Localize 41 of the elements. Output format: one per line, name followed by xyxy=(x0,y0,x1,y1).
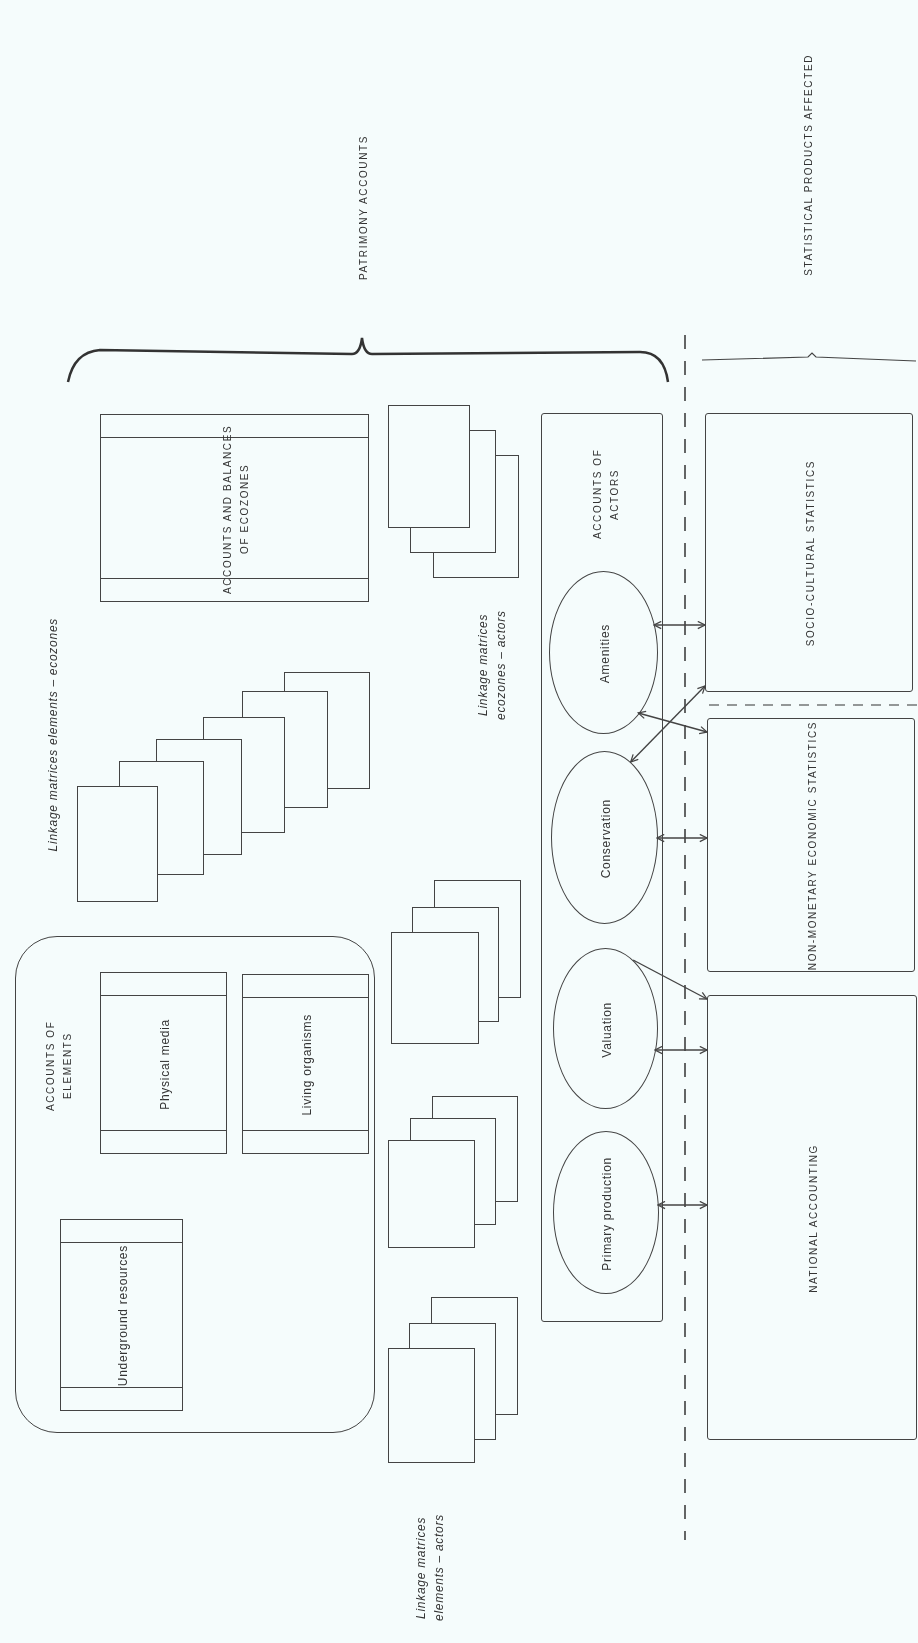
banded-box xyxy=(100,972,227,1154)
node-label: Physical media xyxy=(156,1018,173,1110)
annotation-text: STATISTICAL PRODUCTS AFFECTED xyxy=(801,54,815,276)
group-box xyxy=(707,995,917,1440)
node-label: Primary production xyxy=(599,1156,615,1271)
annotation-text: Linkage matrices elements – ecozones xyxy=(45,618,61,852)
annotation-text: PATRIMONY ACCOUNTS xyxy=(356,135,370,280)
matrix-sheet xyxy=(391,932,479,1044)
node-label: Conservation xyxy=(597,798,614,879)
node-label: Valuation xyxy=(598,1001,615,1058)
arrow xyxy=(632,959,708,1000)
node-label: Underground resources xyxy=(114,1245,131,1387)
matrix-sheet xyxy=(388,405,470,528)
banded-box xyxy=(100,414,369,602)
group-box xyxy=(705,413,913,692)
annotation-text: Linkage matrices ecozones – actors xyxy=(475,609,509,722)
matrix-sheet xyxy=(388,1348,475,1463)
double-arrow xyxy=(654,1045,708,1055)
double-arrow xyxy=(653,620,706,630)
double-arrow xyxy=(656,833,708,843)
node-label: NATIONAL ACCOUNTING xyxy=(806,1144,820,1293)
group-box xyxy=(707,718,915,972)
double-arrow xyxy=(637,710,708,735)
group-box xyxy=(541,413,663,1322)
double-arrow xyxy=(630,685,706,763)
node-label: ACCOUNTS OF ACTORS xyxy=(591,447,621,542)
node-label: Living organisms xyxy=(298,1014,315,1116)
node-label: NON-MONETARY ECONOMIC STATISTICS xyxy=(805,721,819,971)
node-label: ACCOUNTS OF ELEMENTS xyxy=(44,1019,74,1114)
matrix-sheet xyxy=(388,1140,475,1248)
ellipse-node xyxy=(549,571,658,734)
rounded-group-box xyxy=(15,936,375,1433)
double-arrow xyxy=(657,1200,708,1210)
banded-box xyxy=(242,974,369,1154)
matrix-sheet xyxy=(77,786,158,902)
node-label: SOCIO-CULTURAL STATISTICS xyxy=(803,460,817,647)
node-label: Amenities xyxy=(596,623,613,684)
node-label: ACCOUNTS AND BALANCES OF ECOZONES xyxy=(220,423,251,596)
ellipse-node xyxy=(553,948,658,1109)
banded-box xyxy=(60,1219,183,1411)
annotation-text: Linkage matrices elements – actors xyxy=(413,1513,447,1623)
